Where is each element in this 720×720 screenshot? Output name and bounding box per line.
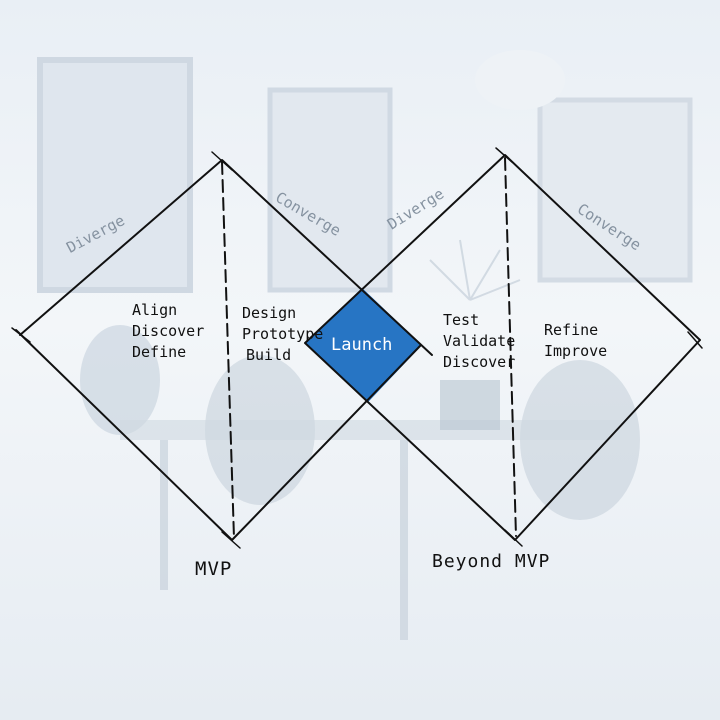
item: Align [132,301,178,319]
item: Define [132,343,187,361]
diamond-2-diverge-items: Test Validate Discover [443,310,515,373]
milestone-mvp: MVP [195,558,233,580]
diamond-2-outline [304,154,701,541]
diamond-1-diverge-items: Align Discover Define [132,300,204,363]
diamond-1-converge-items: Design Prototype Build [242,303,323,366]
diamond-2-divider [504,157,517,537]
milestone-beyond-mvp: Beyond MVP [432,551,551,572]
launch-label: Launch [331,335,393,355]
item: Discover [132,322,205,340]
item: Validate [443,332,516,350]
item: Improve [544,342,608,360]
item: Prototype [242,325,324,343]
diamond-1-divider [221,161,235,539]
diamond-1-outline [15,159,433,541]
diamond-2-converge-items: Refine Improve [544,320,607,362]
item: Test [443,311,480,329]
item: Design [242,304,297,322]
item: Refine [544,321,599,339]
item: Build [246,346,292,364]
item: Discover [443,353,516,371]
